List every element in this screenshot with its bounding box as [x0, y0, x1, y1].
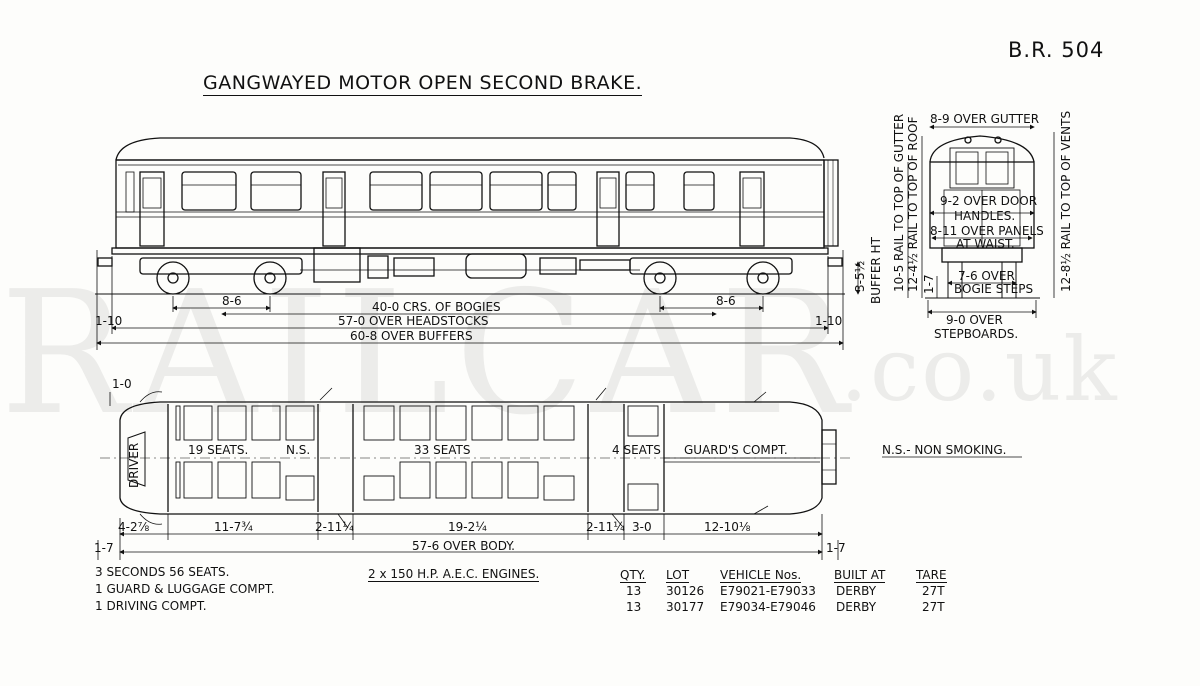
label-19-seats: 19 SEATS.: [188, 443, 248, 457]
row-2-vehicle-nos: E79034-E79046: [720, 600, 816, 614]
dim-over-door-handles-line1: 9-2 OVER DOOR: [940, 194, 1037, 208]
row-1-tare: 27T: [922, 584, 945, 598]
dim-over-panels-line2: AT WAIST.: [956, 237, 1015, 251]
dim-end-clearance: 1-0: [112, 377, 132, 391]
dim-plan-2: 11-7¾: [214, 520, 253, 534]
row-2-lot: 30177: [666, 600, 705, 614]
dim-over-gutter: 8-9 OVER GUTTER: [930, 112, 1039, 126]
header-lot: LOT: [666, 568, 690, 583]
summary-line-3: 1 DRIVING COMPT.: [95, 599, 207, 613]
key-non-smoking: N.S.- NON SMOKING.: [882, 443, 1007, 457]
dim-over-headstocks: 57-0 OVER HEADSTOCKS: [338, 314, 489, 328]
dim-over-stepboards-line1: 9-0 OVER: [946, 313, 1003, 327]
end-elevation: [925, 135, 1040, 299]
dim-plan-4: 19-2¼: [448, 520, 487, 534]
row-2-tare: 27T: [922, 600, 945, 614]
summary-line-2: 1 GUARD & LUGGAGE COMPT.: [95, 582, 275, 596]
label-33-seats: 33 SEATS: [414, 443, 471, 457]
dim-over-bogie-steps-line1: 7-6 OVER: [958, 269, 1015, 283]
dim-rail-to-vents: 12-8½ RAIL TO TOP OF VENTS: [1059, 111, 1073, 292]
dim-plan-right-end: 1-7: [826, 541, 846, 555]
dim-rail-to-gutter: 10-5 RAIL TO TOP OF GUTTER: [892, 114, 906, 292]
diagram-title: GANGWAYED MOTOR OPEN SECOND BRAKE.: [203, 72, 643, 96]
row-2-built-at: DERBY: [836, 600, 877, 614]
dim-plan-left-end: 1-7: [94, 541, 114, 555]
label-driver: DRIVER: [127, 443, 141, 488]
watermark-domain: .co.uk: [840, 318, 1119, 421]
row-1-qty: 13: [626, 584, 642, 598]
header-vehicle-nos: VEHICLE Nos.: [720, 568, 802, 583]
dim-plan-5: 2-11¼: [586, 520, 625, 534]
diagram-code: B.R. 504: [1008, 38, 1105, 62]
dim-rail-to-roof: 12-4½ RAIL TO TOP OF ROOF: [906, 116, 920, 292]
dim-over-bogie-steps-line2: BOGIE STEPS: [954, 282, 1033, 296]
dim-plan-6: 3-0: [632, 520, 652, 534]
engines-note: 2 x 150 H.P. A.E.C. ENGINES.: [368, 567, 540, 582]
label-guards-compartment: GUARD'S COMPT.: [684, 443, 788, 457]
dim-plan-1: 4-2⅞: [118, 520, 150, 534]
dim-bogie-centres: 40-0 CRS. OF BOGIES: [372, 300, 501, 314]
dim-over-panels-line1: 8-11 OVER PANELS: [930, 224, 1044, 238]
dim-over-body: 57-6 OVER BODY.: [412, 539, 515, 553]
dim-right-bogie-wheelbase: 8-6: [716, 294, 736, 308]
dim-buffer-height: 3-5½: [853, 261, 867, 292]
row-2-qty: 13: [626, 600, 642, 614]
dim-plan-7: 12-10⅛: [704, 520, 751, 534]
row-1-lot: 30126: [666, 584, 705, 598]
row-1-vehicle-nos: E79021-E79033: [720, 584, 816, 598]
door-swings: [139, 387, 769, 529]
dim-over-stepboards-line2: STEPBOARDS.: [934, 327, 1018, 341]
side-elevation: [95, 137, 845, 295]
dim-over-buffers: 60-8 OVER BUFFERS: [350, 329, 473, 343]
dim-step-height: 1-7: [922, 274, 936, 294]
summary-line-1: 3 SECONDS 56 SEATS.: [95, 565, 230, 579]
dim-over-door-handles-line2: HANDLES.: [954, 209, 1015, 223]
header-qty: QTY.: [620, 568, 646, 583]
dim-left-bogie-wheelbase: 8-6: [222, 294, 242, 308]
watermark-railcar: RAILCAR: [0, 255, 854, 453]
seat-grid: [175, 405, 659, 511]
label-4-seats: 4 SEATS: [612, 443, 661, 457]
header-built-at: BUILT AT: [834, 568, 886, 583]
dim-left-overhang: 1-10: [95, 314, 122, 328]
row-1-built-at: DERBY: [836, 584, 877, 598]
label-non-smoking-abbrev: N.S.: [286, 443, 310, 457]
dim-right-overhang: 1-10: [815, 314, 842, 328]
header-tare: TARE: [916, 568, 947, 583]
dim-plan-3: 2-11¼: [315, 520, 354, 534]
dim-buffer-height-label: BUFFER HT: [869, 236, 883, 304]
